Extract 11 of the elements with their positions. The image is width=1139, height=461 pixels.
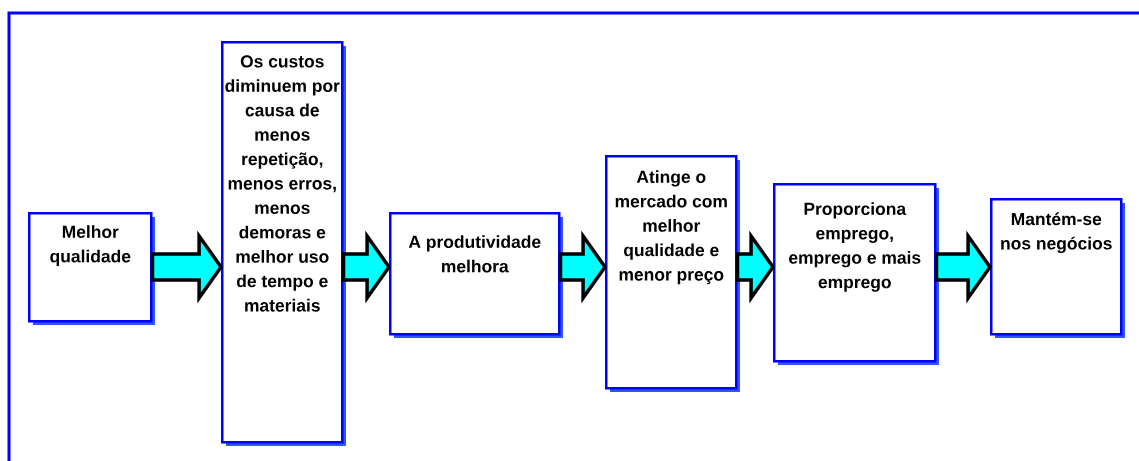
block-arrow — [558, 230, 608, 304]
process-box: Mantém-se nos negócios — [990, 198, 1125, 338]
process-box: A produtividade melhora — [389, 212, 563, 338]
process-box: Proporciona emprego, emprego e mais emprego — [773, 183, 939, 365]
block-arrow — [934, 230, 993, 304]
block-arrow — [341, 230, 392, 304]
process-box: Atinge o mercado com melhor qualidade e menor preço — [605, 155, 740, 392]
block-arrow — [735, 230, 776, 304]
process-box: Melhor qualidade — [28, 212, 155, 325]
process-box: Os custos diminuem por causa de menos repetição, menos erros, menos demoras e melhor uso de tempo e materiais — [221, 41, 346, 446]
block-arrow — [150, 230, 224, 304]
